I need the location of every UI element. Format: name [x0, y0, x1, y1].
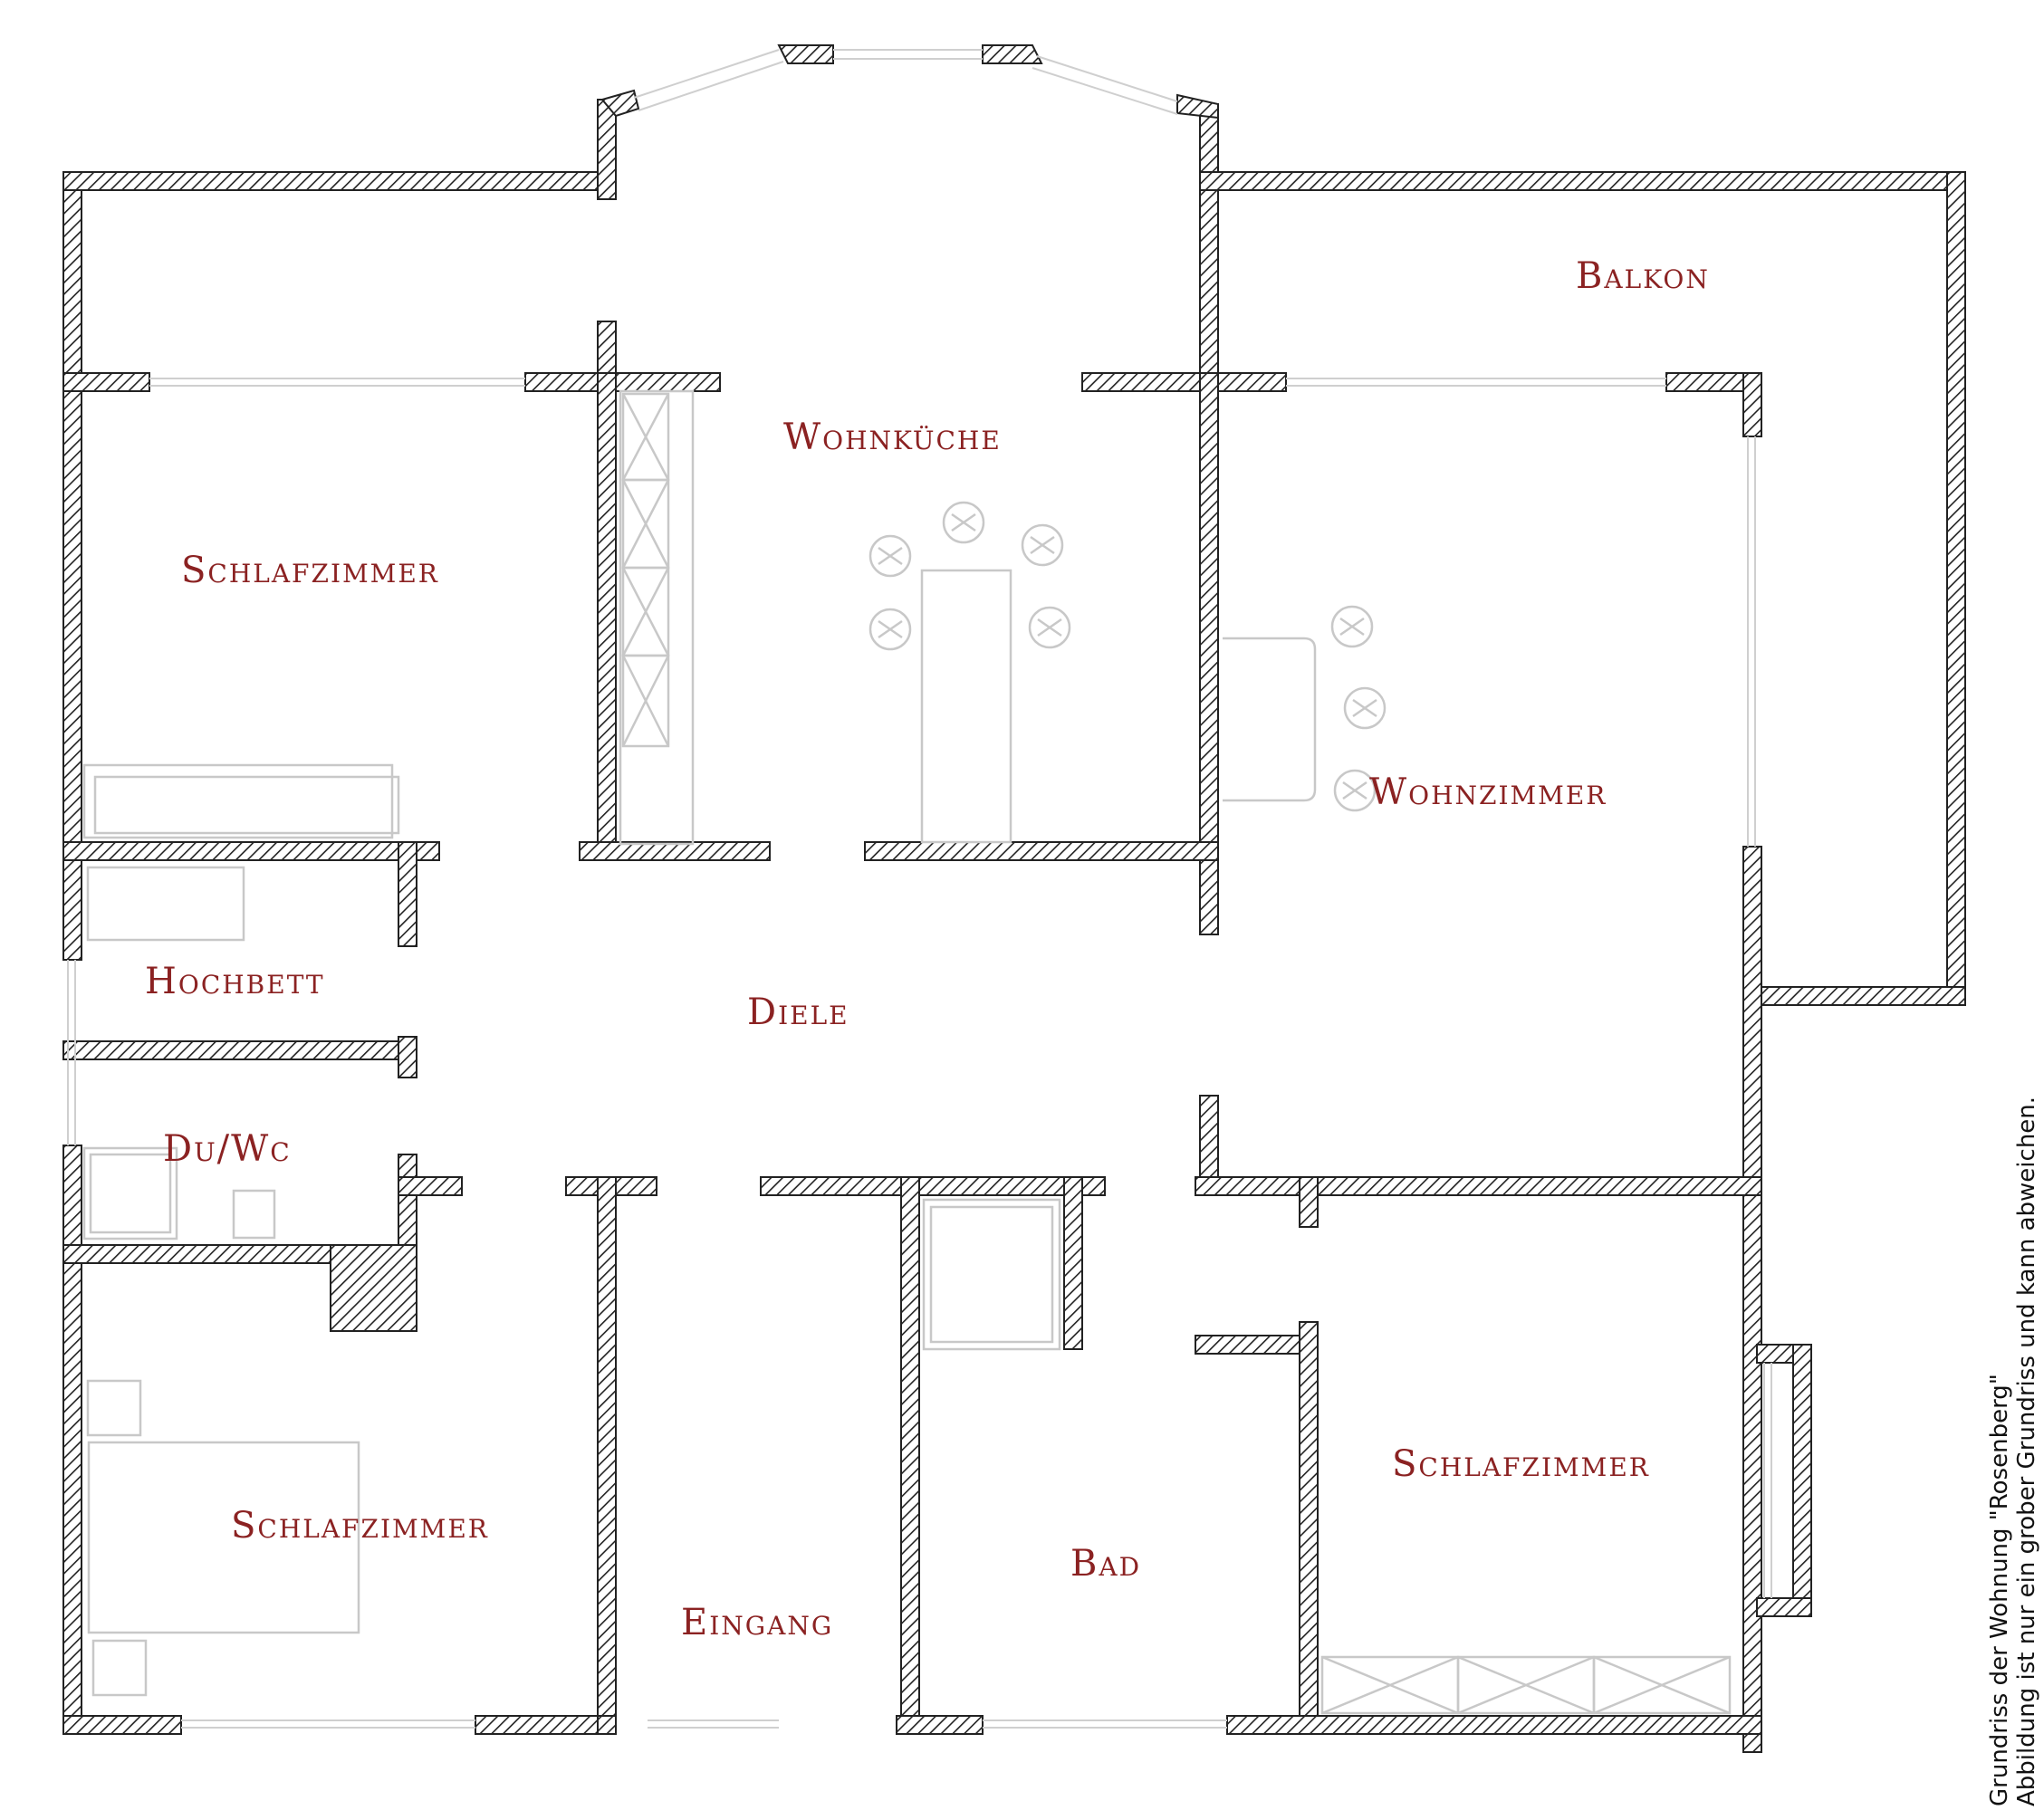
wall-hochbett-right-lower [398, 1036, 417, 1078]
wall-bay-top-right [982, 44, 1043, 64]
wall-bad-left [900, 1176, 920, 1735]
living-sofa [1223, 637, 1317, 802]
wall-bay-left-stub [597, 321, 617, 377]
wall-bed-bottom [62, 841, 440, 861]
wall-left-lower [62, 1145, 82, 1735]
windows [67, 49, 1772, 1729]
bedroom-nw-bed [82, 763, 394, 839]
room-label-hochbett: Hochbett [145, 961, 325, 1002]
wall-bed-se-top-stub [1299, 1176, 1319, 1228]
window-bay-right-inner [1032, 67, 1178, 115]
wall-shaft [330, 1244, 417, 1332]
wall-bottom-4 [896, 1715, 984, 1735]
wall-bay-corner-left [600, 89, 640, 118]
bedroom-nw-bed-inner [93, 775, 400, 835]
wall-right-lower [1742, 846, 1762, 1753]
room-label-diele: Diele [747, 991, 849, 1033]
bedroom-sw-nightstand-bottom [91, 1639, 148, 1697]
room-label-bad: Bad [1070, 1543, 1141, 1585]
plan-caption: Grundriss der Wohnung "Rosenberg" Abbild… [1986, 1097, 2040, 1806]
bedroom-se-wardrobe [1320, 1655, 1732, 1715]
bedroom-sw-nightstand-top [86, 1379, 142, 1437]
wall-bad-shower [1063, 1176, 1083, 1350]
wall-living-left-lower [1199, 1095, 1219, 1187]
wall-kitchen-bottom-right [864, 841, 1219, 861]
wall-bay-corner-right [1176, 93, 1219, 120]
wall-duwc-right [398, 1154, 417, 1246]
bad-shower-inner [929, 1205, 1054, 1344]
wall-bottom-3 [597, 1715, 617, 1735]
wall-bay-se-bottom [1756, 1597, 1812, 1617]
kitchen-cabinet [619, 389, 695, 846]
wall-top-right [1199, 171, 1966, 191]
wall-bottom-2 [475, 1715, 617, 1735]
kitchen-island [920, 569, 1012, 844]
wall-duwc-stub [398, 1176, 463, 1196]
caption-line-1: Grundriss der Wohnung "Rosenberg" [1986, 1374, 2013, 1806]
wall-bed-se-door-stub [1195, 1335, 1314, 1355]
wall-bad-top [760, 1176, 1106, 1196]
duwc-shower-inner [89, 1153, 172, 1234]
room-label-wohnkueche: Wohnküche [783, 417, 1002, 458]
wall-hochbett-right-upper [398, 841, 417, 947]
wall-top-left [62, 171, 617, 191]
room-label-schlafzimmer-se: Schlafzimmer [1392, 1443, 1650, 1485]
furniture [82, 389, 1732, 1715]
wall-living-right-upper [1742, 372, 1762, 437]
wall-kitchen-bottom-left [579, 841, 771, 861]
wall-bed-kitchen [597, 372, 617, 845]
walls [62, 44, 1966, 1753]
wall-eingang-left [597, 1176, 617, 1735]
wall-bay-left [597, 99, 617, 200]
wall-bed-top-left [62, 372, 150, 392]
wall-bottom-1 [62, 1715, 182, 1735]
wall-right-balkon [1946, 171, 1966, 1006]
kitchen-stools [868, 501, 1071, 651]
bad-shower [922, 1198, 1061, 1351]
window-bay-left [633, 49, 780, 99]
wall-balkon-bottom [1747, 986, 1966, 1006]
duwc-toilet [232, 1189, 276, 1240]
wall-kitchen-top-left [615, 372, 721, 392]
wall-bed-se-left [1299, 1321, 1319, 1735]
wall-living-bottom [1195, 1176, 1762, 1196]
room-label-wohnzimmer: Wohnzimmer [1369, 771, 1607, 813]
room-label-balkon: Balkon [1576, 255, 1710, 297]
room-label-eingang: Eingang [681, 1602, 833, 1643]
wall-bay-right [1199, 103, 1219, 377]
wall-bay-top-left [777, 44, 834, 64]
wall-kitchen-top-right [1081, 372, 1201, 392]
room-label-schlafzimmer-sw: Schlafzimmer [231, 1505, 489, 1547]
wall-living-top-left [1217, 372, 1287, 392]
wall-bottom-5 [1226, 1715, 1762, 1735]
window-bay-right [1036, 55, 1178, 102]
wall-hochbett-bottom [62, 1040, 417, 1060]
wall-kitchen-living [1199, 372, 1219, 935]
caption-line-2: Abbildung ist nur ein grober Grundriss u… [2013, 1097, 2040, 1806]
hochbett-bed [86, 866, 245, 942]
room-labels: Balkon Wohnküche Schlafzimmer Wohnzimmer… [145, 255, 1710, 1643]
bedroom-sw-bed [87, 1441, 360, 1634]
living-stools [1330, 605, 1387, 812]
duwc-shower [82, 1146, 178, 1240]
kitchen-shelving [621, 392, 670, 748]
wall-bay-se-right [1792, 1344, 1812, 1617]
window-bay-left-inner [638, 61, 784, 111]
room-label-du-wc: Du/Wc [163, 1128, 292, 1170]
room-label-schlafzimmer-nw: Schlafzimmer [181, 550, 439, 591]
